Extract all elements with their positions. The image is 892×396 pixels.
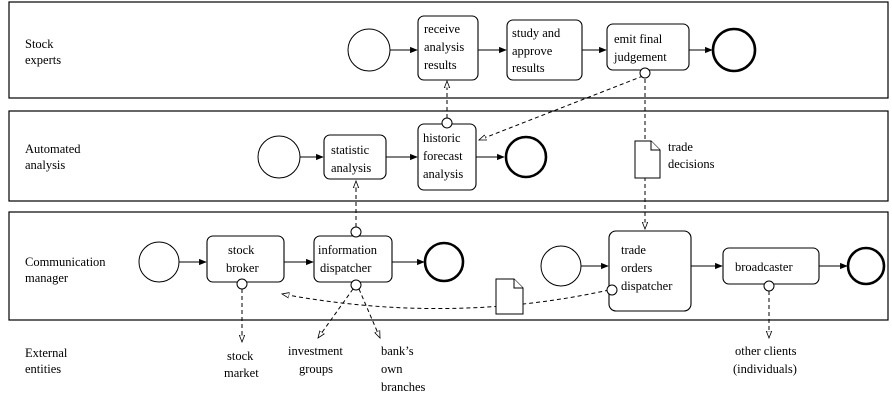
start-event-trade [540, 245, 582, 287]
end-event-experts [711, 27, 757, 73]
task-statistic-label: statistic analysis [331, 143, 372, 175]
lane-label-automated-analysis: Automated analysis [25, 142, 84, 172]
message-emit-to-historic [479, 75, 644, 141]
message-source-emit [639, 67, 651, 79]
task-trade-label: trade orders dispatcher [621, 243, 673, 293]
annotation-stock-market: stock market [224, 349, 259, 380]
trade-decisions-document-fold [650, 141, 660, 151]
task-broadcaster-label: broadcaster [735, 260, 793, 274]
task-receive-analysis-results [417, 15, 479, 81]
external-entities-label: External entities [25, 346, 70, 376]
end-event-dispatcher [423, 241, 465, 283]
message-source-dispatcher [350, 226, 362, 238]
annotation-trade-decisions: trade decisions [668, 140, 715, 171]
start-event-experts [347, 28, 391, 72]
annotation-banks-branches: bank’s own branches [381, 344, 426, 394]
message-source-trade [606, 284, 618, 296]
message-source-broker [236, 278, 248, 290]
message-source-dispatcher-external [350, 279, 362, 291]
task-receive-label: receive analysis results [424, 22, 467, 72]
message-source-historic [441, 117, 453, 129]
end-event-analysis [504, 135, 548, 179]
lane-label-communication-manager: Communication manager [25, 255, 109, 285]
task-historic-label: historic forecast analysis [423, 131, 466, 181]
end-event-broadcast [846, 246, 886, 286]
task-dispatcher-label: information dispatcher [318, 243, 380, 275]
lane-label-stock-experts: Stock experts [25, 37, 61, 67]
start-event-communication [138, 241, 180, 283]
message-dispatcher-to-branches [358, 288, 381, 338]
start-event-analysis [257, 135, 301, 179]
task-trade-orders-dispatcher [608, 230, 692, 312]
task-emit-label: emit final judgement [613, 32, 667, 64]
annotation-investment-groups: investment groups [288, 344, 346, 376]
message-trade-to-broker [282, 289, 610, 310]
message-dispatcher-to-investment [318, 288, 354, 338]
message-document-fold [513, 279, 523, 289]
task-broker-label: stock broker [226, 243, 259, 275]
annotation-other-clients: other clients (individuals) [733, 344, 800, 376]
message-source-broadcaster [763, 280, 775, 292]
task-study-label: study and approve results [512, 26, 563, 75]
